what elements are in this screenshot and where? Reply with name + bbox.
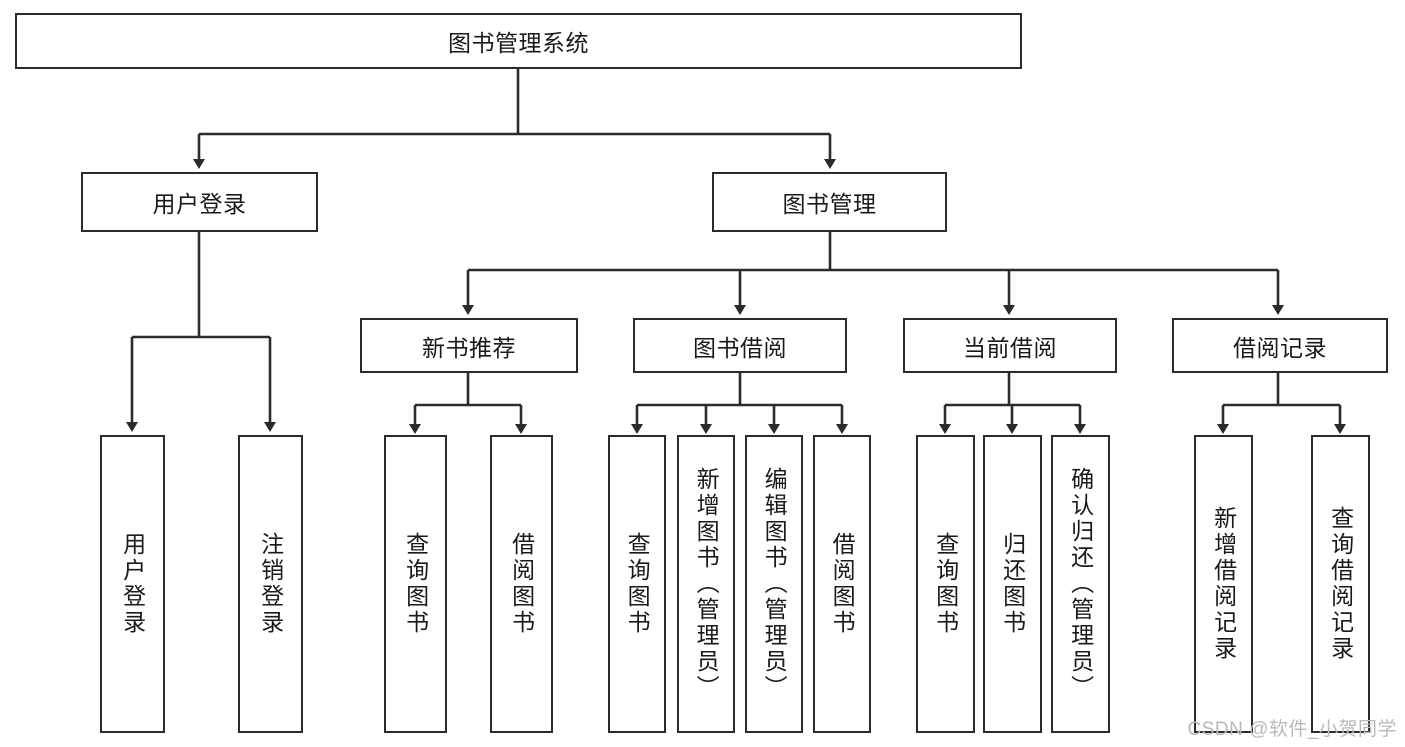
node-leaf-borrow-book[interactable]: 借阅图书 [813, 435, 871, 733]
node-leaf-add-borrow-record[interactable]: 新增借阅记录 [1194, 435, 1253, 733]
node-label: 用户登录 [119, 532, 146, 636]
node-leaf-user-login[interactable]: 用户登录 [100, 435, 165, 733]
node-label: 查询图书 [402, 532, 429, 636]
node-borrow-record[interactable]: 借阅记录 [1172, 318, 1388, 373]
node-leaf-borrow-book-recommend[interactable]: 借阅图书 [490, 435, 553, 733]
node-label: 图书管理系统 [448, 30, 589, 56]
node-current-borrow[interactable]: 当前借阅 [903, 318, 1117, 373]
node-label: 新增图书（管理员） [693, 467, 720, 701]
node-label: 确认归还（管理员） [1067, 467, 1094, 701]
node-leaf-query-book-borrow[interactable]: 查询图书 [608, 435, 666, 733]
node-leaf-add-book-admin[interactable]: 新增图书（管理员） [677, 435, 735, 733]
node-label: 用户登录 [152, 191, 247, 217]
node-label: 查询图书 [624, 532, 651, 636]
node-leaf-query-book-current[interactable]: 查询图书 [916, 435, 975, 733]
node-root-book-management-system[interactable]: 图书管理系统 [15, 13, 1022, 69]
node-label: 图书借阅 [693, 334, 787, 361]
node-user-login[interactable]: 用户登录 [81, 172, 318, 232]
node-label: 借阅记录 [1233, 334, 1327, 361]
node-label: 编辑图书（管理员） [761, 467, 788, 701]
node-label: 新书推荐 [422, 334, 516, 361]
node-label: 归还图书 [999, 532, 1026, 636]
node-label: 借阅图书 [829, 532, 856, 636]
node-label: 新增借阅记录 [1210, 506, 1237, 662]
node-label: 借阅图书 [508, 532, 535, 636]
node-leaf-edit-book-admin[interactable]: 编辑图书（管理员） [745, 435, 803, 733]
node-label: 查询借阅记录 [1327, 506, 1354, 662]
node-new-book-recommend[interactable]: 新书推荐 [360, 318, 578, 373]
node-leaf-query-borrow-record[interactable]: 查询借阅记录 [1311, 435, 1370, 733]
node-leaf-query-book-recommend[interactable]: 查询图书 [384, 435, 447, 733]
node-book-borrow[interactable]: 图书借阅 [633, 318, 847, 373]
node-leaf-logout[interactable]: 注销登录 [238, 435, 303, 733]
node-book-management[interactable]: 图书管理 [712, 172, 947, 232]
node-label: 当前借阅 [963, 334, 1057, 361]
node-label: 注销登录 [257, 532, 284, 636]
node-label: 图书管理 [782, 191, 877, 217]
node-leaf-return-book[interactable]: 归还图书 [983, 435, 1042, 733]
node-label: 查询图书 [932, 532, 959, 636]
node-leaf-confirm-return-admin[interactable]: 确认归还（管理员） [1051, 435, 1110, 733]
watermark: CSDN @软件_小贺同学 [1187, 719, 1397, 740]
